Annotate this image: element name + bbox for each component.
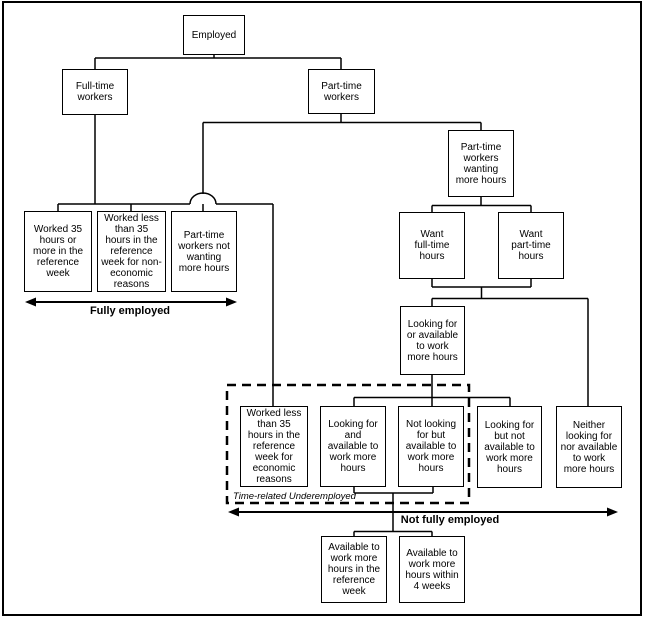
node-want-part-time: Want part-time hours bbox=[498, 212, 564, 279]
node-worked-35-or-more: Worked 35 hours or more in the reference… bbox=[24, 211, 92, 292]
not-fully-employed-label: Not fully employed bbox=[400, 514, 500, 526]
fully-employed-label: Fully employed bbox=[89, 305, 171, 317]
node-part-time-workers: Part-time workers bbox=[308, 69, 375, 114]
node-pt-wanting-more: Part-time workers wanting more hours bbox=[448, 130, 514, 197]
time-related-underemployed-dashed-box bbox=[225, 383, 471, 505]
node-full-time-workers: Full-time workers bbox=[62, 69, 128, 115]
node-pt-not-wanting-more: Part-time workers not wanting more hours bbox=[171, 211, 237, 292]
not-fully-employed-arrow bbox=[228, 507, 618, 517]
node-worked-less-economic: Worked less than 35 hours in the referen… bbox=[240, 406, 308, 487]
node-looking-and-available: Looking for and available to work more h… bbox=[320, 406, 386, 487]
node-worked-less-non-economic: Worked less than 35 hours in the referen… bbox=[97, 211, 166, 292]
node-available-reference-week: Available to work more hours in the refe… bbox=[321, 536, 387, 603]
tree-connectors bbox=[57, 54, 589, 536]
node-looking-or-available: Looking for or available to work more ho… bbox=[400, 306, 465, 375]
node-employed: Employed bbox=[183, 15, 245, 55]
diagram-outer-border bbox=[2, 1, 642, 616]
node-available-within-4-weeks: Available to work more hours within 4 we… bbox=[399, 536, 465, 603]
time-related-underemployed-label: Time-related Underemployed bbox=[233, 491, 356, 502]
node-not-looking-but-available: Not looking for but available to work mo… bbox=[398, 406, 464, 487]
node-neither-looking-nor-available: Neither looking for nor available to wor… bbox=[556, 406, 622, 488]
node-looking-but-not-available: Looking for but not available to work mo… bbox=[477, 406, 542, 488]
line-jump-arc bbox=[189, 192, 217, 205]
node-want-full-time: Want full-time hours bbox=[399, 212, 465, 279]
fully-employed-arrow bbox=[25, 297, 237, 307]
